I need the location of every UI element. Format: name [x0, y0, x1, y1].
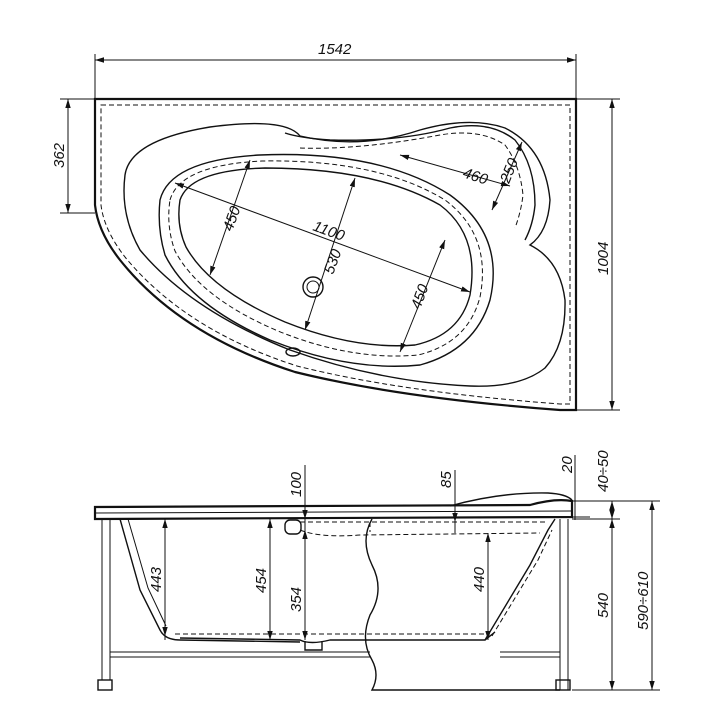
leg-left [97, 679, 113, 691]
tub-outer-rim-inner-line [100, 104, 571, 405]
dim-panel-gap: 40÷50 [595, 450, 612, 492]
tub-seat-line [299, 132, 524, 229]
dim-water-depth: 454 [253, 568, 270, 593]
dim-seat-depth: 85 [438, 471, 455, 488]
dim-rim-thickness: 20 [559, 456, 576, 474]
overflow-icon [285, 347, 301, 357]
dim-depth: 1004 [595, 242, 612, 275]
dim-foot-depth: 440 [471, 566, 488, 592]
dim-inner-depth: 354 [288, 587, 305, 612]
tub-basin-outer [158, 153, 494, 367]
dim-short-side: 362 [51, 142, 68, 168]
dim-width: 1542 [318, 41, 352, 58]
drain-icon [302, 276, 324, 298]
dim-inner-length: 1100 [311, 218, 348, 245]
tub-outer-rim [93, 97, 578, 412]
side-frame [101, 519, 370, 680]
dim-head-width: 450 [220, 203, 245, 233]
dim-seat-length: 460 [461, 165, 491, 189]
side-headrest [449, 492, 573, 507]
dim-seat-width: 250 [497, 155, 523, 186]
dim-inner-width: 530 [321, 246, 346, 276]
side-shell-left [119, 518, 301, 643]
dim-apron-height: 540 [595, 592, 612, 618]
leg-right [555, 679, 571, 691]
dim-outer-depth: 443 [148, 566, 165, 592]
side-apron [364, 518, 560, 691]
dim-foot-width: 450 [408, 281, 433, 311]
side-basin-bottom [179, 631, 496, 644]
side-view: 443 454 354 100 85 440 20 40÷50 540 [93, 450, 660, 691]
side-overflow [284, 519, 302, 535]
top-view: 1542 1004 362 1100 530 450 450 460 250 [51, 41, 620, 412]
dim-rim: 100 [288, 471, 305, 497]
dim-total-height: 590÷610 [635, 571, 652, 630]
side-rim [93, 499, 574, 521]
side-shell-right [484, 518, 556, 641]
tub-headrest [284, 125, 536, 241]
